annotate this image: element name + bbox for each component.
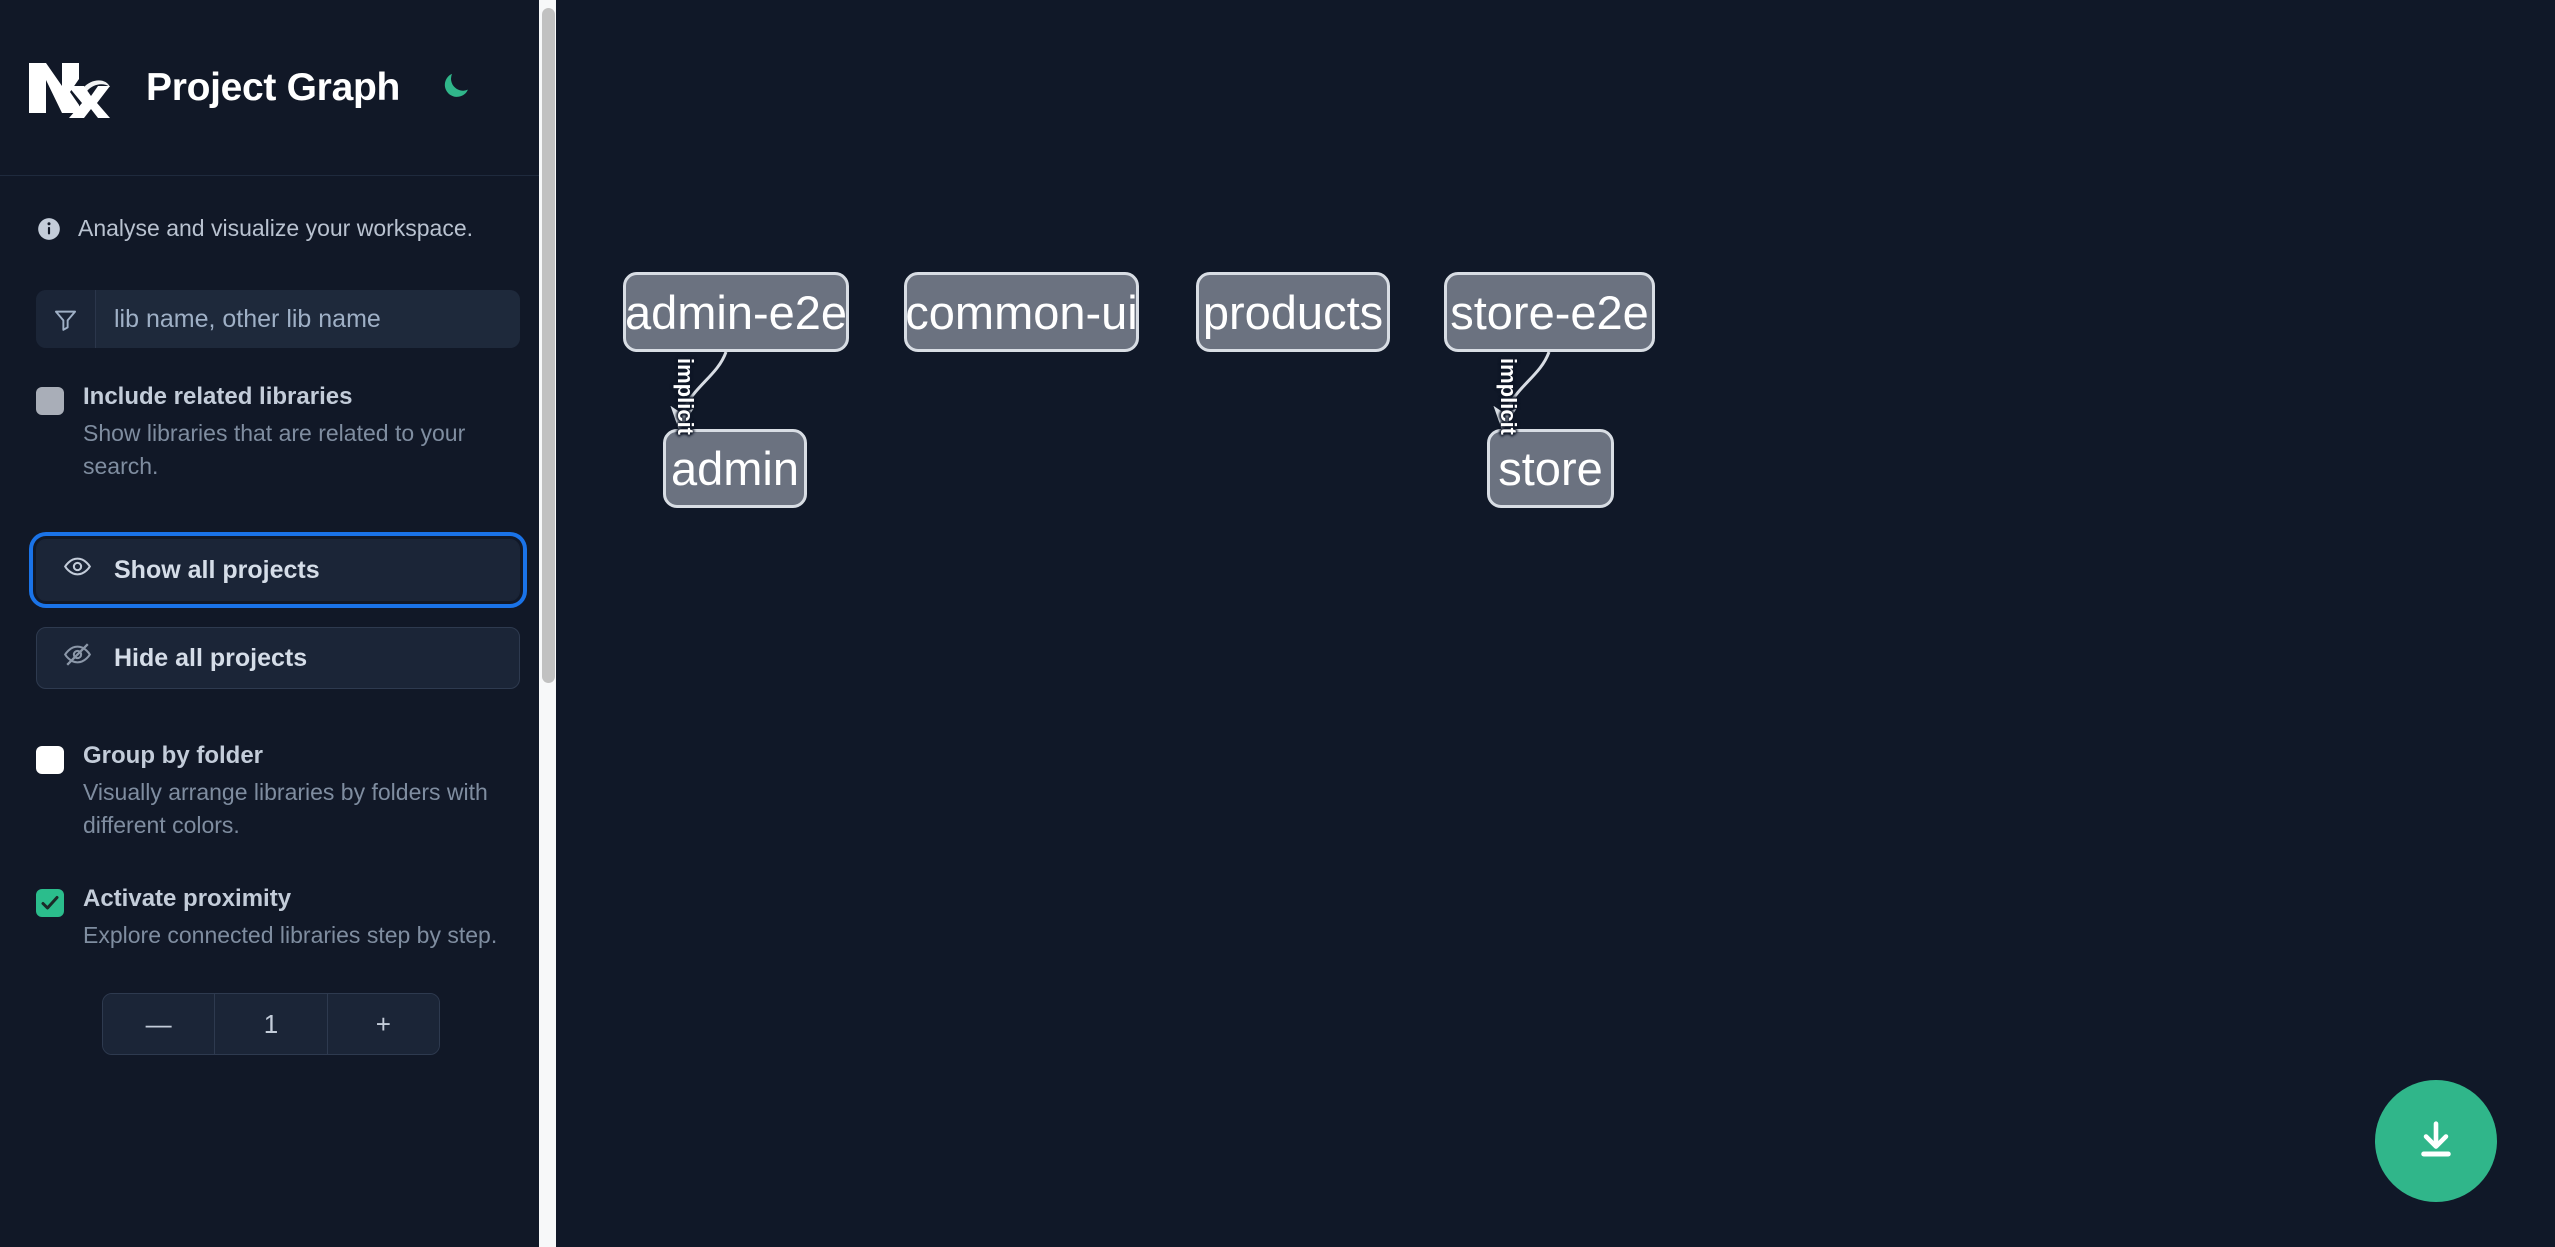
show-all-projects-label: Show all projects xyxy=(114,555,320,584)
option-text-group: Include related libraries Show libraries… xyxy=(83,382,520,482)
hide-all-projects-label: Hide all projects xyxy=(114,643,308,672)
option-label: Include related libraries xyxy=(83,383,353,410)
proximity-decrement-button[interactable]: — xyxy=(103,994,215,1055)
page-title: Project Graph xyxy=(146,65,400,109)
option-description: Explore connected libraries step by step… xyxy=(83,921,498,948)
filter-icon xyxy=(36,290,96,348)
option-text-group: Activate proximity Explore connected lib… xyxy=(83,884,520,952)
graph-edges xyxy=(670,351,1551,431)
graph-node-admin-e2e[interactable]: admin-e2e xyxy=(623,272,849,352)
sidebar-header: Project Graph xyxy=(0,0,556,176)
edge-label-implicit-admin: implicit xyxy=(673,358,698,436)
eye-off-icon xyxy=(63,640,92,676)
show-all-projects-button[interactable]: Show all projects xyxy=(36,539,520,602)
tagline-text: Analyse and visualize your workspace. xyxy=(78,215,474,241)
eye-icon xyxy=(63,552,92,588)
nx-logo-icon xyxy=(26,58,110,118)
sidebar-body: Analyse and visualize your workspace. In… xyxy=(0,176,556,1056)
download-graph-button[interactable] xyxy=(2375,1080,2497,1202)
proximity-stepper: — 1 + xyxy=(102,993,440,1056)
info-icon xyxy=(36,216,62,242)
edge-store-e2e-to-store xyxy=(1493,351,1551,431)
sidebar: Project Graph Analyse and v xyxy=(0,0,556,1247)
sidebar-scrollbar-track[interactable] xyxy=(539,0,556,1247)
option-group-by-folder: Group by folder Visually arrange librari… xyxy=(36,741,520,841)
sidebar-scrollbar-thumb[interactable] xyxy=(542,8,555,683)
option-text-group: Group by folder Visually arrange librari… xyxy=(83,741,520,841)
option-label: Group by folder xyxy=(83,742,263,770)
option-description: Show libraries that are related to your … xyxy=(83,420,466,479)
hide-all-projects-button[interactable]: Hide all projects xyxy=(36,627,520,690)
workspace-tagline: Analyse and visualize your workspace. xyxy=(36,176,520,242)
proximity-value: 1 xyxy=(214,994,328,1055)
graph-node-store[interactable]: store xyxy=(1487,429,1614,508)
include-related-libraries-checkbox[interactable] xyxy=(36,387,64,415)
download-icon xyxy=(2413,1117,2459,1166)
moon-icon xyxy=(439,69,473,106)
proximity-increment-button[interactable]: + xyxy=(327,994,439,1055)
edge-admin-e2e-to-admin xyxy=(670,351,728,431)
option-activate-proximity: Activate proximity Explore connected lib… xyxy=(36,884,520,952)
graph-node-common-ui[interactable]: common-ui xyxy=(904,272,1139,352)
option-label: Activate proximity xyxy=(83,884,292,912)
graph-node-store-e2e[interactable]: store-e2e xyxy=(1444,272,1655,352)
check-icon xyxy=(41,895,59,910)
option-description: Visually arrange libraries by folders wi… xyxy=(83,779,488,838)
graph-canvas[interactable]: admin-e2e common-ui products store-e2e a… xyxy=(556,0,2555,1247)
graph-node-products[interactable]: products xyxy=(1196,272,1390,352)
option-include-related-libraries: Include related libraries Show libraries… xyxy=(36,382,520,482)
edge-label-implicit-store: implicit xyxy=(1496,358,1521,436)
activate-proximity-checkbox[interactable] xyxy=(36,888,64,917)
search-input[interactable] xyxy=(96,290,520,348)
theme-toggle-button[interactable] xyxy=(435,67,477,109)
group-by-folder-checkbox[interactable] xyxy=(36,746,64,775)
graph-node-admin[interactable]: admin xyxy=(663,429,807,508)
search-field-group[interactable] xyxy=(36,290,520,348)
